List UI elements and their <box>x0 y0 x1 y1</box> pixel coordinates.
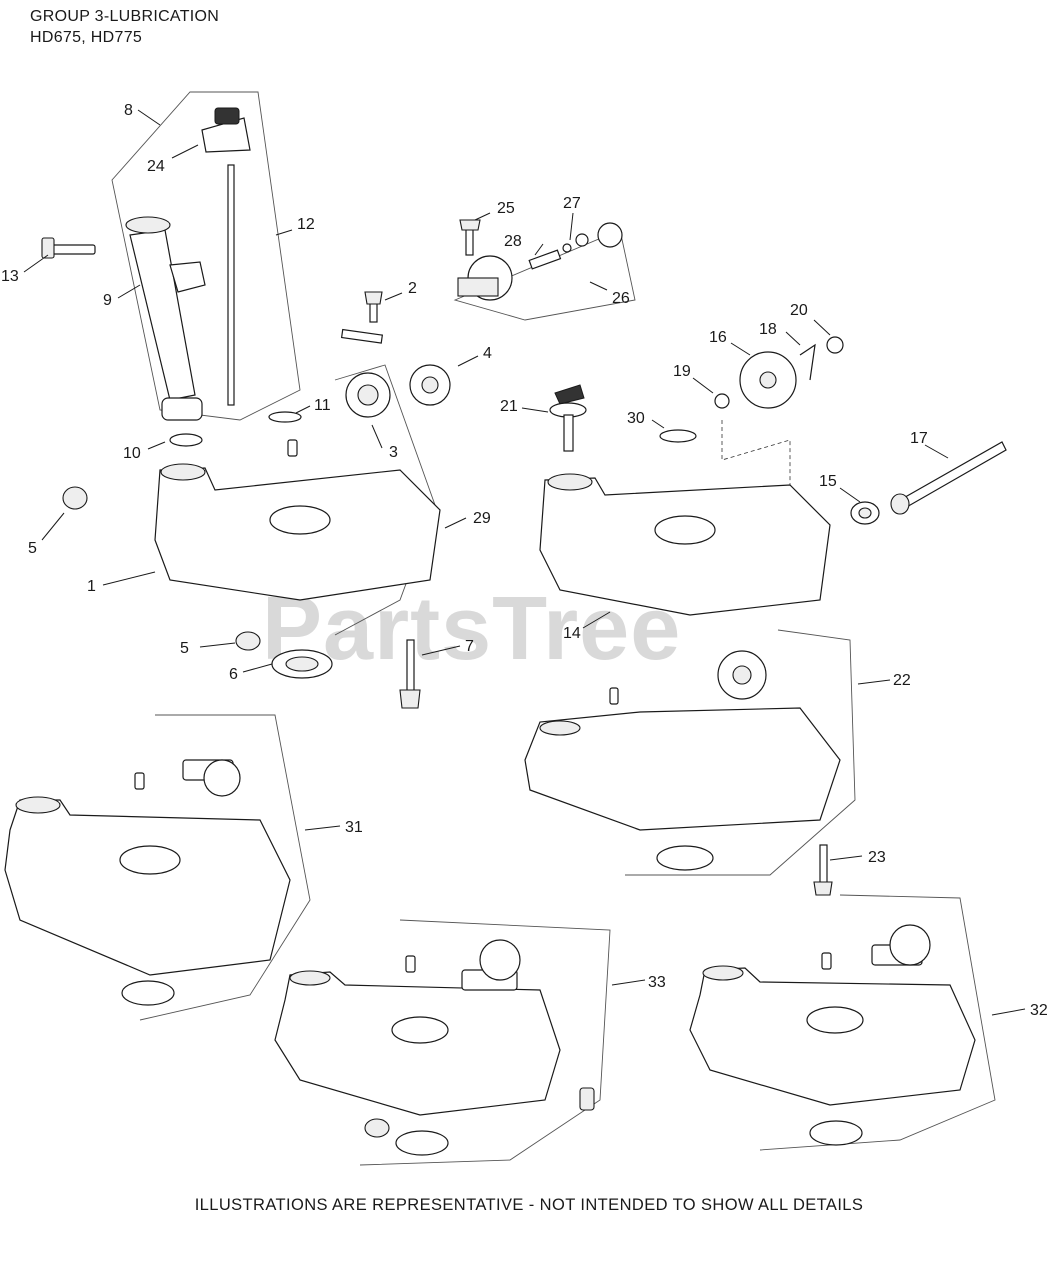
callout-24: 24 <box>147 158 165 175</box>
oil-fill-cap <box>549 384 697 452</box>
callout-22: 22 <box>893 672 911 689</box>
callout-30: 30 <box>627 410 645 427</box>
callout-33: 33 <box>648 974 666 991</box>
callout-25: 25 <box>497 200 515 217</box>
callout-21: 21 <box>500 398 518 415</box>
governor-gears <box>345 222 844 700</box>
callout-10: 10 <box>123 445 141 462</box>
callout-5-upper: 5 <box>28 540 37 557</box>
callout-8: 8 <box>124 102 133 119</box>
callout-13: 13 <box>1 268 19 285</box>
callout-26: 26 <box>612 290 630 307</box>
callout-20: 20 <box>790 302 808 319</box>
callout-7: 7 <box>465 638 474 655</box>
callout-19: 19 <box>673 363 691 380</box>
callout-labels: 1 2 3 4 5 5 6 7 8 9 10 11 12 13 14 15 16… <box>1 102 1048 1019</box>
bolts-and-pins <box>41 219 833 896</box>
crankshaft-and-seal <box>850 441 1007 525</box>
callout-23: 23 <box>868 849 886 866</box>
callout-2: 2 <box>408 280 417 297</box>
group-outlines <box>111 91 996 1166</box>
disclaimer-note: ILLUSTRATIONS ARE REPRESENTATIVE - NOT I… <box>194 1196 864 1214</box>
diagram-title: GROUP 3-LUBRICATION <box>30 8 220 25</box>
callout-29: 29 <box>473 510 491 527</box>
callout-6: 6 <box>229 666 238 683</box>
diagram-header: GROUP 3-LUBRICATION HD675, HD775 <box>30 6 219 48</box>
callout-12: 12 <box>297 216 315 233</box>
callout-17: 17 <box>910 430 928 447</box>
callout-27: 27 <box>563 195 581 212</box>
callout-18: 18 <box>759 321 777 338</box>
callout-4: 4 <box>483 345 492 362</box>
callout-31: 31 <box>345 819 363 836</box>
crankcase-covers <box>4 463 976 1116</box>
callout-1: 1 <box>87 578 96 595</box>
model-list: HD675, HD775 <box>30 29 143 46</box>
callout-32: 32 <box>1030 1002 1048 1019</box>
dipstick-tube-assembly <box>125 107 302 447</box>
callout-11: 11 <box>314 397 331 414</box>
callout-16: 16 <box>709 329 727 346</box>
callout-3: 3 <box>389 444 398 461</box>
leader-lines <box>23 109 1026 1016</box>
callout-28: 28 <box>504 233 522 250</box>
callout-14: 14 <box>563 625 581 642</box>
callout-9: 9 <box>103 292 112 309</box>
callout-15: 15 <box>819 473 837 490</box>
callout-5-lower: 5 <box>180 640 189 657</box>
oil-seals-and-caps <box>62 486 863 1156</box>
